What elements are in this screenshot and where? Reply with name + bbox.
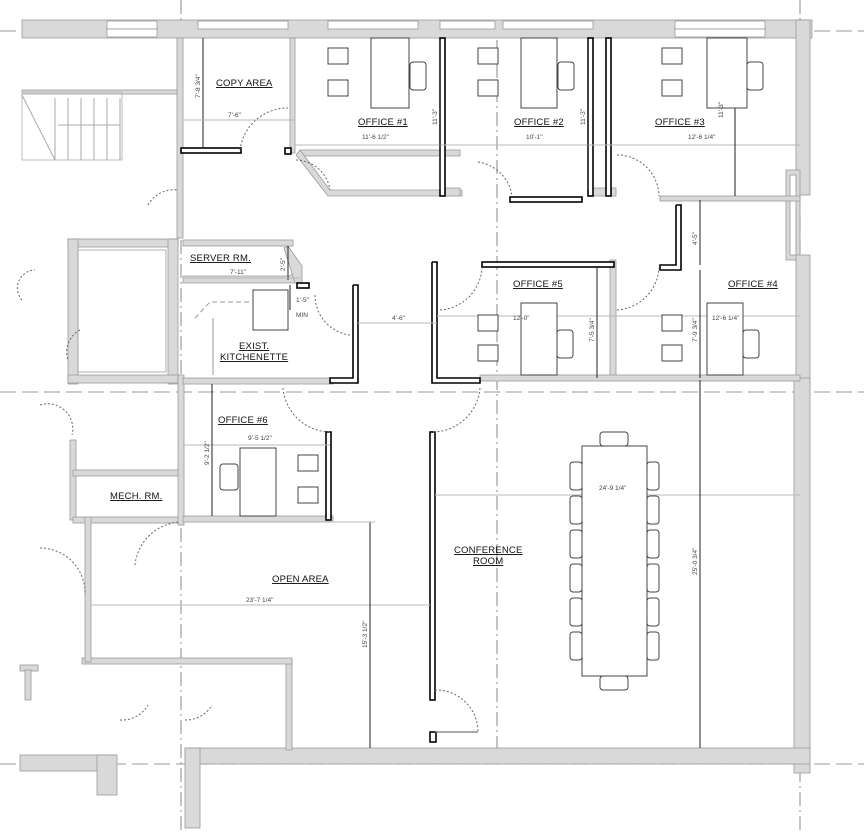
- room-labels: COPY AREA OFFICE #1 OFFICE #2 OFFICE #3 …: [110, 78, 778, 585]
- interior-walls: [182, 37, 801, 523]
- dim-corridor-width: 4'-6": [392, 315, 406, 322]
- doors: [16, 107, 660, 733]
- dim-open-area-height: 15'-3 1/2": [362, 620, 369, 648]
- label-kitchenette-1: EXIST.: [239, 341, 269, 352]
- label-mech-room: MECH. RM.: [110, 491, 162, 502]
- dim-office4-offset: 4'-5": [692, 231, 699, 245]
- dim-office6-width: 9'-5 1/2": [248, 435, 272, 442]
- exterior-walls: [19, 19, 813, 829]
- dim-copy-height: 7'-8 3/4": [195, 74, 202, 98]
- label-office-2: OFFICE #2: [514, 117, 564, 128]
- dim-office5-width: 12'-0": [513, 315, 530, 322]
- dim-office2-width: 10'-1": [526, 134, 543, 141]
- label-conference-2: ROOM: [473, 556, 503, 567]
- label-office-1: OFFICE #1: [358, 117, 408, 128]
- conference-chairs-right: [646, 461, 660, 661]
- dim-office1-width: 11'-6 1/2": [362, 134, 390, 141]
- dim-server-width: 7'-11": [230, 269, 247, 276]
- dimension-labels: 7'-8 3/4" 7'-6" 11'-6 1/2" 11'-3" 10'-1"…: [195, 74, 740, 648]
- conference-chairs-left: [569, 461, 583, 661]
- dim-kitchen-min: MIN: [296, 312, 308, 319]
- dim-conference-width: 24'-9 1/4": [599, 485, 627, 492]
- dim-server-height: 2'-5": [280, 257, 287, 271]
- label-conference-1: CONFERENCE: [454, 545, 523, 556]
- label-kitchenette-2: KITCHENETTE: [220, 352, 288, 363]
- dim-office4-width: 12'-6 1/4": [712, 315, 740, 322]
- dim-office3-width: 12'-6 1/4": [688, 134, 716, 141]
- dim-copy-width: 7'-6": [228, 112, 242, 119]
- dim-conference-height: 25'-0 3/4": [692, 547, 699, 575]
- label-open-area: OPEN AREA: [272, 574, 329, 585]
- dim-office2-height: 11'-3": [580, 108, 587, 125]
- new-partitions: [180, 37, 682, 743]
- label-office-6: OFFICE #6: [218, 415, 268, 426]
- dim-office1-height: 11'-3": [432, 108, 439, 125]
- label-office-5: OFFICE #5: [513, 279, 563, 290]
- dim-kitchen-clearance: 1'-5": [296, 297, 310, 304]
- furniture: [194, 37, 764, 691]
- dim-office3-height: 11'-3": [718, 101, 725, 118]
- label-server-room: SERVER RM.: [190, 253, 251, 264]
- stair: [21, 91, 123, 161]
- dim-office6-height: 9'-2 1/2": [204, 441, 211, 465]
- label-office-4: OFFICE #4: [728, 279, 778, 290]
- dim-open-area-width: 23'-7 1/4": [246, 597, 274, 604]
- dim-office5-height: 7'-5 3/4": [589, 318, 596, 342]
- label-copy-area: COPY AREA: [216, 78, 273, 89]
- label-office-3: OFFICE #3: [655, 117, 705, 128]
- dim-office4-height: 7'-9 3/4": [692, 318, 699, 342]
- dimension-lines: [90, 38, 800, 748]
